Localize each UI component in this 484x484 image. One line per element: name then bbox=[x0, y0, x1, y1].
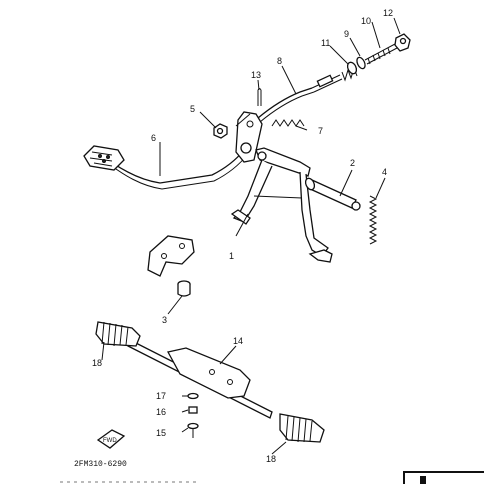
label-part-15: 15 bbox=[156, 428, 166, 438]
label-part-18-right: 18 bbox=[266, 454, 276, 464]
label-part-6: 6 bbox=[151, 133, 156, 143]
rubber-mount-3 bbox=[177, 280, 191, 297]
main-stand bbox=[230, 147, 333, 263]
nut-5 bbox=[213, 123, 228, 139]
spacer-16 bbox=[188, 406, 198, 414]
label-part-16: 16 bbox=[156, 407, 166, 417]
stand-bracket bbox=[147, 235, 195, 277]
label-part-18-left: 18 bbox=[92, 358, 102, 368]
label-part-10: 10 bbox=[361, 16, 371, 26]
brake-pedal-footpad bbox=[83, 145, 125, 171]
adjuster-nut-11 bbox=[346, 61, 358, 75]
footrest-bar bbox=[127, 339, 273, 419]
label-part-8: 8 bbox=[277, 56, 282, 66]
brake-cable bbox=[257, 74, 343, 123]
leader-lines bbox=[101, 17, 401, 455]
callout-labels: 1 2 3 4 5 6 7 8 9 10 11 12 13 14 15 16 1… bbox=[92, 8, 393, 464]
adjuster-nut-12 bbox=[394, 33, 411, 52]
washer-17 bbox=[187, 392, 199, 400]
stand-spring-4 bbox=[368, 195, 378, 245]
stand-shaft-2 bbox=[304, 177, 361, 211]
label-part-11: 11 bbox=[321, 38, 330, 48]
label-part-2: 2 bbox=[350, 158, 355, 168]
label-part-13: 13 bbox=[251, 70, 261, 80]
footrest-left bbox=[95, 321, 141, 347]
footrest-right bbox=[279, 413, 325, 443]
label-part-9: 9 bbox=[344, 29, 349, 39]
label-part-12: 12 bbox=[383, 8, 393, 18]
label-part-4: 4 bbox=[382, 167, 387, 177]
label-part-5: 5 bbox=[190, 104, 195, 114]
svg-text:FWD: FWD bbox=[103, 438, 117, 444]
front-marker-icon: FWD bbox=[96, 429, 126, 449]
label-part-3: 3 bbox=[162, 315, 167, 325]
cotter-pin-13 bbox=[257, 88, 262, 106]
part-code: 2FM310-6290 bbox=[74, 460, 127, 469]
adjuster-washer-9 bbox=[356, 56, 366, 70]
label-part-17: 17 bbox=[156, 391, 166, 401]
return-spring-7 bbox=[271, 119, 305, 127]
label-part-1: 1 bbox=[229, 251, 234, 261]
label-part-14: 14 bbox=[233, 336, 243, 346]
label-part-7: 7 bbox=[318, 126, 323, 136]
adjuster-bolt-10 bbox=[364, 43, 398, 65]
brake-pedal bbox=[97, 111, 263, 190]
bolt-15 bbox=[187, 422, 199, 438]
corner-mark bbox=[403, 471, 484, 484]
